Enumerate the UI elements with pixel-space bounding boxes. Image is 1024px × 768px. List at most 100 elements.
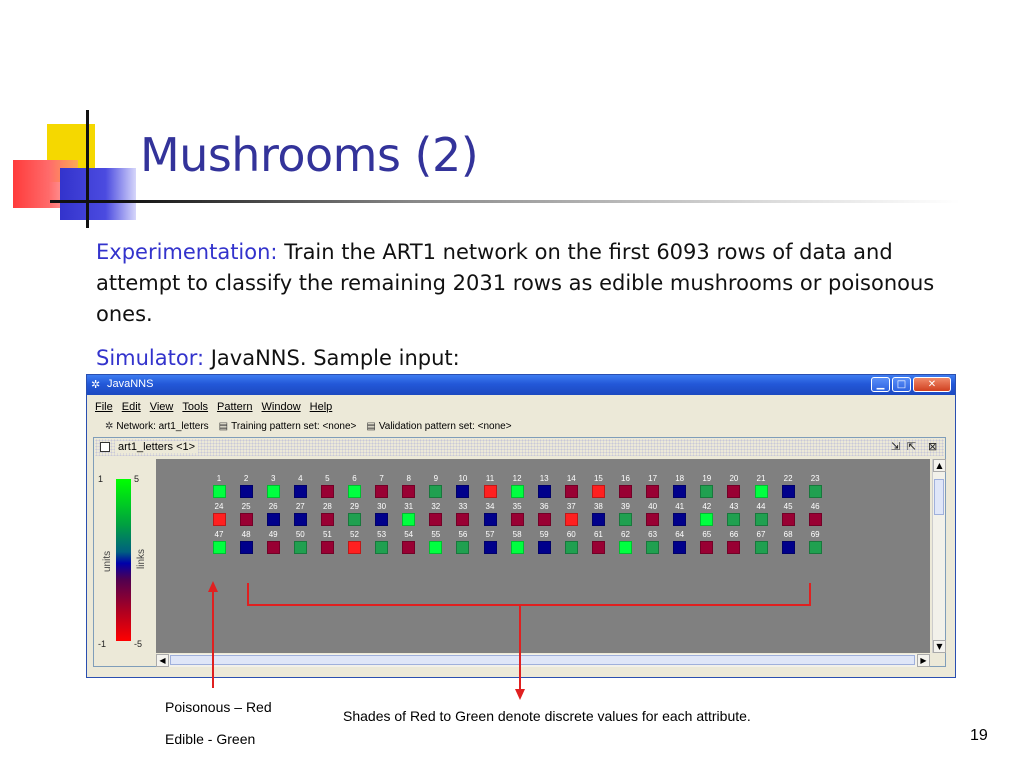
unit-cell[interactable]	[483, 485, 497, 498]
unit-cell[interactable]	[483, 513, 497, 526]
unit-cell[interactable]	[510, 513, 524, 526]
restore-icon[interactable]: ⇲	[891, 440, 901, 453]
minimize-button[interactable]: ▁	[871, 377, 890, 392]
unit-cell[interactable]	[402, 485, 416, 498]
unit-cell[interactable]	[754, 541, 768, 554]
unit-cell[interactable]	[537, 513, 551, 526]
unit-cell[interactable]	[781, 541, 795, 554]
unit-cell[interactable]	[429, 541, 443, 554]
unit-cell[interactable]	[591, 513, 605, 526]
unit-cell[interactable]	[754, 485, 768, 498]
unit-cell[interactable]	[456, 541, 470, 554]
unit-cell[interactable]	[781, 485, 795, 498]
color-scale-bar	[116, 479, 131, 641]
unit-cell[interactable]	[700, 485, 714, 498]
unit-cell[interactable]	[429, 513, 443, 526]
unit-cell[interactable]	[619, 485, 632, 498]
unit-cell[interactable]	[239, 485, 253, 498]
unit-cell[interactable]	[402, 541, 416, 554]
horizontal-scroll-thumb[interactable]	[170, 655, 915, 665]
network-selector[interactable]: ✲ Network: art1_letters	[105, 421, 209, 432]
unit-cell[interactable]	[564, 541, 578, 554]
menu-file[interactable]: File	[95, 401, 113, 413]
unit-cell[interactable]	[510, 541, 524, 554]
unit-cell[interactable]	[320, 513, 334, 526]
unit-cell[interactable]	[212, 541, 226, 554]
unit-cell[interactable]	[375, 485, 389, 498]
unit-cell[interactable]	[727, 513, 741, 526]
unit-cell[interactable]	[673, 485, 687, 498]
unit-cell[interactable]	[619, 513, 632, 526]
scroll-left-button[interactable]: ◀	[156, 654, 169, 667]
close-button[interactable]: ✕	[913, 377, 951, 392]
vertical-scroll-thumb[interactable]	[934, 479, 944, 515]
menu-window[interactable]: Window	[261, 401, 301, 413]
unit-cell[interactable]	[537, 541, 551, 554]
unit-cell[interactable]	[266, 485, 280, 498]
unit-cell[interactable]	[781, 513, 795, 526]
links-min: -5	[134, 639, 143, 649]
unit-cell[interactable]	[239, 541, 253, 554]
unit-cell[interactable]	[483, 541, 497, 554]
title-decoration-vertical-line	[86, 110, 89, 228]
unit-cell[interactable]	[808, 513, 822, 526]
unit-cell[interactable]	[402, 513, 416, 526]
scroll-up-button[interactable]: ▲	[933, 459, 946, 472]
window-titlebar[interactable]: ✲ JavaNNS ▁ □ ✕	[87, 375, 955, 395]
unit-cell[interactable]	[564, 513, 578, 526]
network-view-titlebar[interactable]: art1_letters <1> ⇲ ⇱ ⊠	[95, 439, 944, 456]
unit-cell[interactable]	[754, 513, 768, 526]
unit-number: 30	[377, 502, 387, 511]
menu-tools[interactable]: Tools	[182, 401, 209, 413]
scroll-down-button[interactable]: ▼	[933, 640, 946, 653]
unit-cell[interactable]	[293, 513, 307, 526]
unit-cell[interactable]	[293, 485, 307, 498]
scroll-right-button[interactable]: ▶	[917, 654, 930, 667]
unit-cell[interactable]	[727, 485, 741, 498]
unit-cell[interactable]	[808, 541, 822, 554]
unit-cell[interactable]	[375, 541, 389, 554]
unit-cell[interactable]	[456, 485, 470, 498]
horizontal-scrollbar[interactable]: ◀ ▶	[156, 654, 930, 667]
unit-cell[interactable]	[646, 485, 660, 498]
unit-cell[interactable]	[673, 513, 687, 526]
unit-cell[interactable]	[646, 513, 660, 526]
vertical-scrollbar[interactable]: ▲ ▼	[932, 459, 946, 653]
maximize-icon[interactable]: ⇱	[907, 440, 917, 453]
unit-cell[interactable]	[564, 485, 578, 498]
unit-cell[interactable]	[429, 485, 443, 498]
unit-cell[interactable]	[266, 513, 280, 526]
unit-cell[interactable]	[348, 513, 361, 526]
unit-cell[interactable]	[727, 541, 741, 554]
close-icon[interactable]: ⊠	[928, 440, 938, 453]
unit-cell[interactable]	[537, 485, 551, 498]
unit-cell[interactable]	[348, 541, 361, 554]
unit-cell[interactable]	[510, 485, 524, 498]
menu-view[interactable]: View	[149, 401, 174, 413]
unit-cell[interactable]	[266, 541, 280, 554]
unit-cell[interactable]	[320, 541, 334, 554]
unit-cell[interactable]	[239, 513, 253, 526]
unit-cell[interactable]	[700, 513, 714, 526]
validation-pattern-selector[interactable]: ▤ Validation pattern set: <none>	[366, 421, 511, 432]
unit-cell[interactable]	[212, 513, 226, 526]
unit-cell[interactable]	[673, 541, 687, 554]
unit-cell[interactable]	[808, 485, 822, 498]
unit-cell[interactable]	[646, 541, 660, 554]
unit-cell[interactable]	[591, 485, 605, 498]
unit-cell[interactable]	[348, 485, 361, 498]
training-pattern-selector[interactable]: ▤ Training pattern set: <none>	[219, 421, 357, 432]
unit-cell[interactable]	[293, 541, 307, 554]
menu-edit[interactable]: Edit	[121, 401, 141, 413]
unit-cell[interactable]	[591, 541, 605, 554]
unit-cell[interactable]	[619, 541, 632, 554]
menu-pattern[interactable]: Pattern	[217, 401, 253, 413]
unit-cell[interactable]	[320, 485, 334, 498]
unit-cell[interactable]	[375, 513, 389, 526]
unit-cell[interactable]	[212, 485, 226, 498]
unit-cell[interactable]	[700, 541, 714, 554]
menu-help[interactable]: Help	[309, 401, 333, 413]
unit-cell[interactable]	[456, 513, 470, 526]
maximize-button[interactable]: □	[892, 377, 911, 392]
